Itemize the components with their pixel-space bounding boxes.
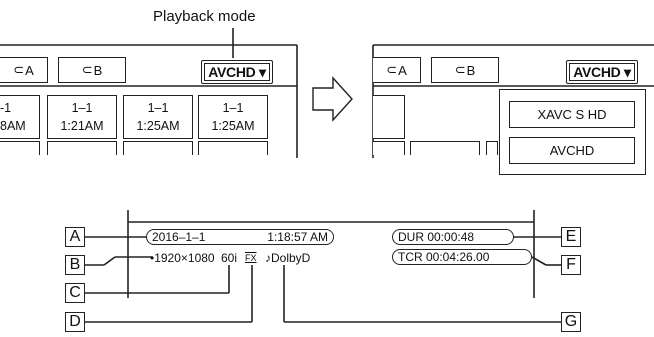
recording-date: 2016–1–1 [152, 230, 206, 244]
tab-folder-a[interactable]: ⊂ A [373, 57, 421, 83]
thumbnail[interactable] [410, 141, 480, 155]
duration-display: DUR 00:00:48 [392, 229, 514, 245]
label-e: E [561, 227, 581, 247]
thumbnail[interactable]: -1 8AM [0, 95, 40, 139]
label-g: G [561, 312, 581, 332]
thumbnail-date: 1–1 [222, 101, 244, 115]
menu-item-xavc-s-hd[interactable]: XAVC S HD [509, 101, 635, 128]
fx-badge: FX [245, 253, 257, 263]
thumbnail-time: 1:21AM [60, 119, 104, 133]
tab-label: A [25, 62, 34, 78]
thumbnail-date: -1 [0, 101, 12, 115]
thumbnail[interactable] [373, 95, 405, 139]
folder-a-icon: ⊂ [386, 62, 398, 77]
thumbnail-time: 1:25AM [211, 119, 255, 133]
timecode-display: TCR 00:04:26.00 [392, 249, 532, 265]
frame-rate-text: 60i [221, 251, 238, 265]
tab-label: B [93, 62, 103, 78]
thumbnail[interactable] [486, 141, 498, 155]
thumbnail[interactable]: 1–1 1:25AM [198, 95, 268, 139]
thumbnail[interactable] [123, 141, 193, 155]
folder-b-icon: ⊂ [454, 62, 466, 77]
thumbnail-time: 8AM [0, 119, 26, 133]
thumbnail[interactable] [47, 141, 117, 155]
recording-time: 1:18:57 AM [267, 230, 328, 244]
tab-folder-b[interactable]: ⊂ B [58, 57, 126, 83]
tab-folder-b[interactable]: ⊂ B [431, 57, 499, 83]
date-time-display: 2016–1–1 1:18:57 AM [146, 229, 334, 245]
thumbnail[interactable] [373, 141, 405, 155]
audio-format-text: ♪DolbyD [265, 251, 311, 265]
playback-mode-button[interactable]: AVCHD ▾ [566, 60, 638, 84]
thumbnail[interactable] [198, 141, 268, 155]
resolution-text: •1920×1080 [150, 251, 215, 265]
label-a: A [65, 227, 85, 247]
thumbnail[interactable]: 1–1 1:21AM [47, 95, 117, 139]
tab-label: A [398, 62, 407, 78]
thumbnail-date: 1–1 [71, 101, 93, 115]
label-f: F [561, 255, 581, 275]
playback-mode-caption: Playback mode [153, 8, 256, 25]
tab-folder-a[interactable]: ⊂ A [0, 57, 48, 83]
thumbnail[interactable]: 1–1 1:25AM [123, 95, 193, 139]
label-d: D [65, 312, 85, 332]
playback-mode-button[interactable]: AVCHD ▾ [201, 60, 273, 84]
folder-a-icon: ⊂ [13, 62, 25, 77]
label-b: B [65, 255, 85, 275]
thumbnail-time: 1:25AM [136, 119, 180, 133]
tab-label: B [466, 62, 476, 78]
folder-b-icon: ⊂ [81, 62, 93, 77]
thumbnail[interactable] [0, 141, 40, 155]
menu-item-avchd[interactable]: AVCHD [509, 137, 635, 164]
label-c: C [65, 283, 85, 303]
thumbnail-date: 1–1 [147, 101, 169, 115]
